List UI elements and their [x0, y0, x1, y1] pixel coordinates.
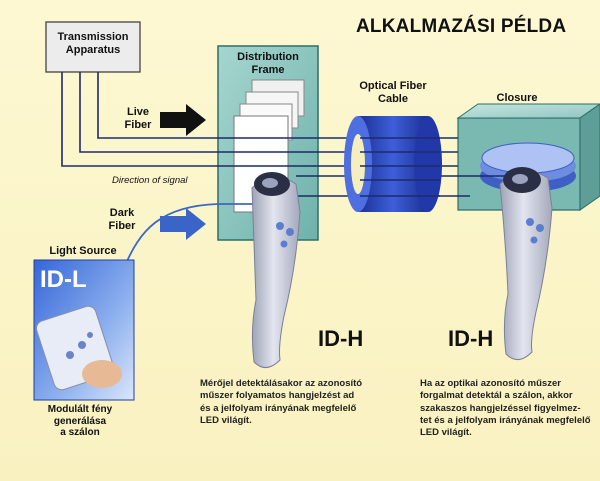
- caption-line2: generálása: [53, 415, 107, 427]
- id-l-label: ID-L: [40, 266, 87, 293]
- live-fiber-arrow: [160, 104, 206, 136]
- light-source-caption: Modulált fény generálása a szálon: [30, 404, 130, 439]
- description-left-line: és a jelfolyam irányának megfelelő: [200, 402, 357, 414]
- optical-fiber-cable-label: Optical Fiber Cable: [338, 80, 448, 105]
- description-left-line: LED világít.: [200, 415, 252, 427]
- fiber-lines-over: [360, 137, 440, 197]
- live-fiber-label: Live Fiber: [118, 106, 158, 131]
- direction-of-signal-label: Direction of signal: [112, 175, 188, 186]
- description-right-line: szakaszos hangjelzéssel figyelmez-: [420, 402, 581, 414]
- caption-line3: a szálon: [60, 427, 100, 438]
- description-right: Ha az optikai azonosító műszer forgalmat…: [420, 378, 596, 440]
- dark-fiber-arrow: [160, 208, 206, 240]
- distribution-label-line1: Distribution: [237, 51, 299, 63]
- id-h-right-label: ID-H: [448, 326, 494, 351]
- dark-fiber-label: Dark Fiber: [102, 207, 142, 232]
- transmission-label-line1: Transmission: [57, 31, 129, 43]
- description-left: Mérőjel detektálásakor az azonosító műsz…: [200, 378, 376, 427]
- dark-label-line1: Dark: [109, 207, 135, 219]
- live-label-line2: Fiber: [124, 118, 152, 131]
- distribution-label-line2: Frame: [251, 63, 285, 76]
- description-left-line: Mérőjel detektálásakor az azonosító: [200, 378, 363, 389]
- transmission-label-line2: Apparatus: [65, 43, 121, 56]
- page-title: ALKALMAZÁSI PÉLDA: [356, 16, 567, 37]
- description-left-line: műszer folyamatos hangjelzést ad: [200, 390, 355, 402]
- transmission-apparatus-label: Transmission Apparatus: [46, 31, 140, 56]
- description-right-line: LED világít.: [420, 427, 472, 439]
- id-h-left-label: ID-H: [318, 326, 364, 351]
- closure-label: Closure: [496, 92, 538, 104]
- optical-fiber-cable: [344, 116, 442, 212]
- light-source-label: Light Source: [49, 245, 117, 257]
- fiber-label-line2: Cable: [378, 92, 408, 105]
- dark-label-line2: Fiber: [108, 219, 136, 232]
- dark-fiber-line: [123, 203, 296, 269]
- id-h-device-right: [499, 167, 553, 360]
- transmission-apparatus-box: [45, 21, 141, 73]
- description-right-line: tet és a jelfolyam irányának megfelelő: [420, 415, 591, 427]
- caption-line1: Modulált fény: [47, 404, 113, 415]
- id-h-device-left: [251, 172, 301, 368]
- light-source-panel: [33, 259, 135, 401]
- live-label-line1: Live: [126, 106, 149, 118]
- description-right-line: Ha az optikai azonosító műszer: [420, 378, 561, 389]
- fiber-label-line1: Optical Fiber: [359, 80, 427, 92]
- distribution-frame-label: Distribution Frame: [218, 51, 318, 76]
- description-right-line: forgalmat detektál a szálon, akkor: [420, 390, 573, 402]
